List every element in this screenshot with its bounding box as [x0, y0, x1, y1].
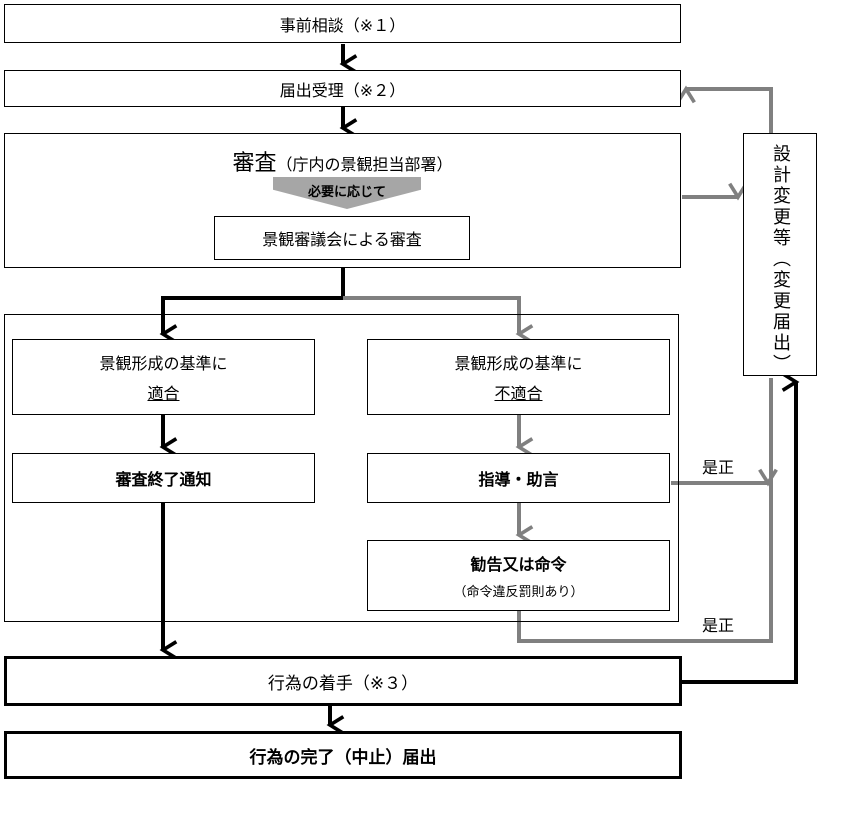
- arrow-design-change-to-submit: [676, 85, 773, 133]
- review-title: 審査: [232, 151, 277, 176]
- arrow-to-nonconform: [343, 296, 534, 344]
- box-start: 行為の着手（※３）: [4, 656, 682, 706]
- submit-label: 届出受理（※２）: [279, 80, 406, 100]
- recommend-label: 勧告又は命令: [470, 555, 567, 574]
- as-needed-label: 必要に応じて: [307, 185, 386, 200]
- complete-label: 行為の完了（中止）届出: [249, 747, 437, 768]
- correction-label-2: 是正: [702, 616, 735, 635]
- arrow-to-conform: [159, 268, 345, 344]
- nonconform-line1: 景観形成の基準に: [454, 354, 583, 373]
- box-submit: 届出受理（※２）: [4, 70, 681, 107]
- conform-line1: 景観形成の基準に: [99, 354, 228, 373]
- line-recommend-correction: [517, 378, 773, 643]
- review-subtitle: （庁内の景観担当部署）: [276, 155, 453, 174]
- recommend-note: （命令違反罰則あり）: [453, 585, 584, 600]
- council-label: 景観審議会による審査: [262, 230, 422, 249]
- conform-line2: 適合: [147, 384, 180, 403]
- design-change-label: 設計変更等（変更届出）: [770, 144, 791, 375]
- box-recommend: 勧告又は命令 （命令違反罰則あり）: [367, 540, 670, 611]
- correction-label-1: 是正: [702, 458, 735, 477]
- nonconform-line2: 不適合: [494, 384, 543, 403]
- start-label: 行為の着手（※３）: [267, 673, 419, 694]
- box-nonconform: 景観形成の基準に 不適合: [367, 339, 670, 415]
- consult-label: 事前相談（※１）: [279, 15, 406, 35]
- guidance-label: 指導・助言: [478, 470, 559, 489]
- box-complete: 行為の完了（中止）届出: [4, 731, 682, 779]
- end-notice-label: 審査終了通知: [115, 470, 212, 489]
- box-review: 審査（庁内の景観担当部署） 必要に応じて 景観審議会による審査: [4, 133, 681, 268]
- box-design-change: 設計変更等（変更届出）: [743, 133, 817, 376]
- box-council: 景観審議会による審査: [214, 216, 470, 260]
- box-conform: 景観形成の基準に 適合: [12, 339, 315, 415]
- box-end-notice: 審査終了通知: [12, 453, 315, 503]
- arrow-start-to-design-change: [682, 372, 800, 684]
- box-consult: 事前相談（※１）: [4, 4, 681, 43]
- box-assessment-frame: [4, 314, 679, 622]
- box-guidance: 指導・助言: [367, 453, 670, 503]
